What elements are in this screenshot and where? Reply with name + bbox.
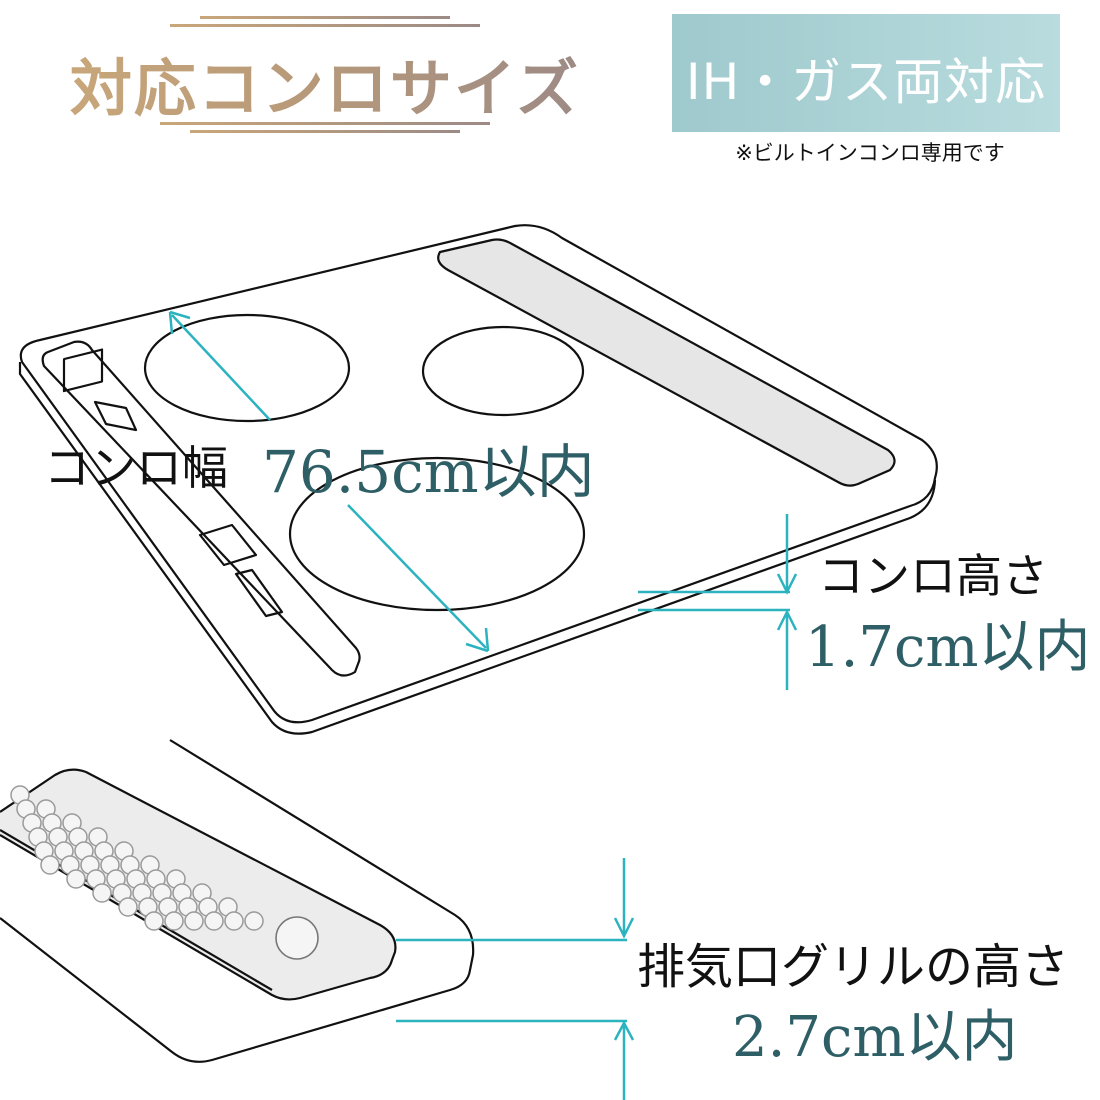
stove-height-dimension bbox=[638, 514, 798, 690]
vent-hole bbox=[118, 897, 138, 917]
title-block: 対応コンロサイズ bbox=[60, 10, 590, 140]
stove-height-label: コンロ高さ bbox=[818, 549, 1048, 603]
stove-height-value: 1.7cm以内 bbox=[805, 615, 1091, 680]
width-value: 76.5cm以内 bbox=[262, 438, 595, 506]
vent-hole bbox=[92, 883, 112, 903]
title-deco-line-bottom-1 bbox=[160, 122, 490, 125]
width-label: コンロ幅 bbox=[44, 441, 228, 495]
title-deco-line-top-1 bbox=[200, 16, 450, 19]
grill-height-dimension bbox=[396, 858, 635, 1100]
vent-hole bbox=[66, 869, 86, 889]
width-dimension-arrow bbox=[168, 310, 490, 653]
page-title: 対応コンロサイズ bbox=[60, 38, 590, 128]
vent-hole bbox=[244, 911, 264, 931]
grill-vent-holes bbox=[10, 785, 264, 931]
title-deco-line-bottom-2 bbox=[190, 130, 460, 133]
stove-body bbox=[18, 224, 938, 735]
vent-hole bbox=[40, 855, 60, 875]
grill-height-value: 2.7cm以内 bbox=[732, 1005, 1018, 1070]
grill-section bbox=[0, 739, 475, 1063]
vent-hole bbox=[204, 911, 224, 931]
badge-note: ※ビルトインコンロ専用です bbox=[735, 141, 1005, 165]
vent-hole bbox=[144, 911, 164, 931]
title-deco-line-top-2 bbox=[170, 24, 480, 27]
vent-hole bbox=[164, 911, 184, 931]
grill-knob bbox=[275, 916, 319, 960]
compatibility-badge: IH・ガス両対応 bbox=[672, 14, 1060, 132]
vent-hole bbox=[184, 911, 204, 931]
grill-height-label: 排気口グリルの高さ bbox=[637, 939, 1070, 995]
badge-text: IH・ガス両対応 bbox=[685, 53, 1047, 111]
vent-hole bbox=[224, 911, 244, 931]
